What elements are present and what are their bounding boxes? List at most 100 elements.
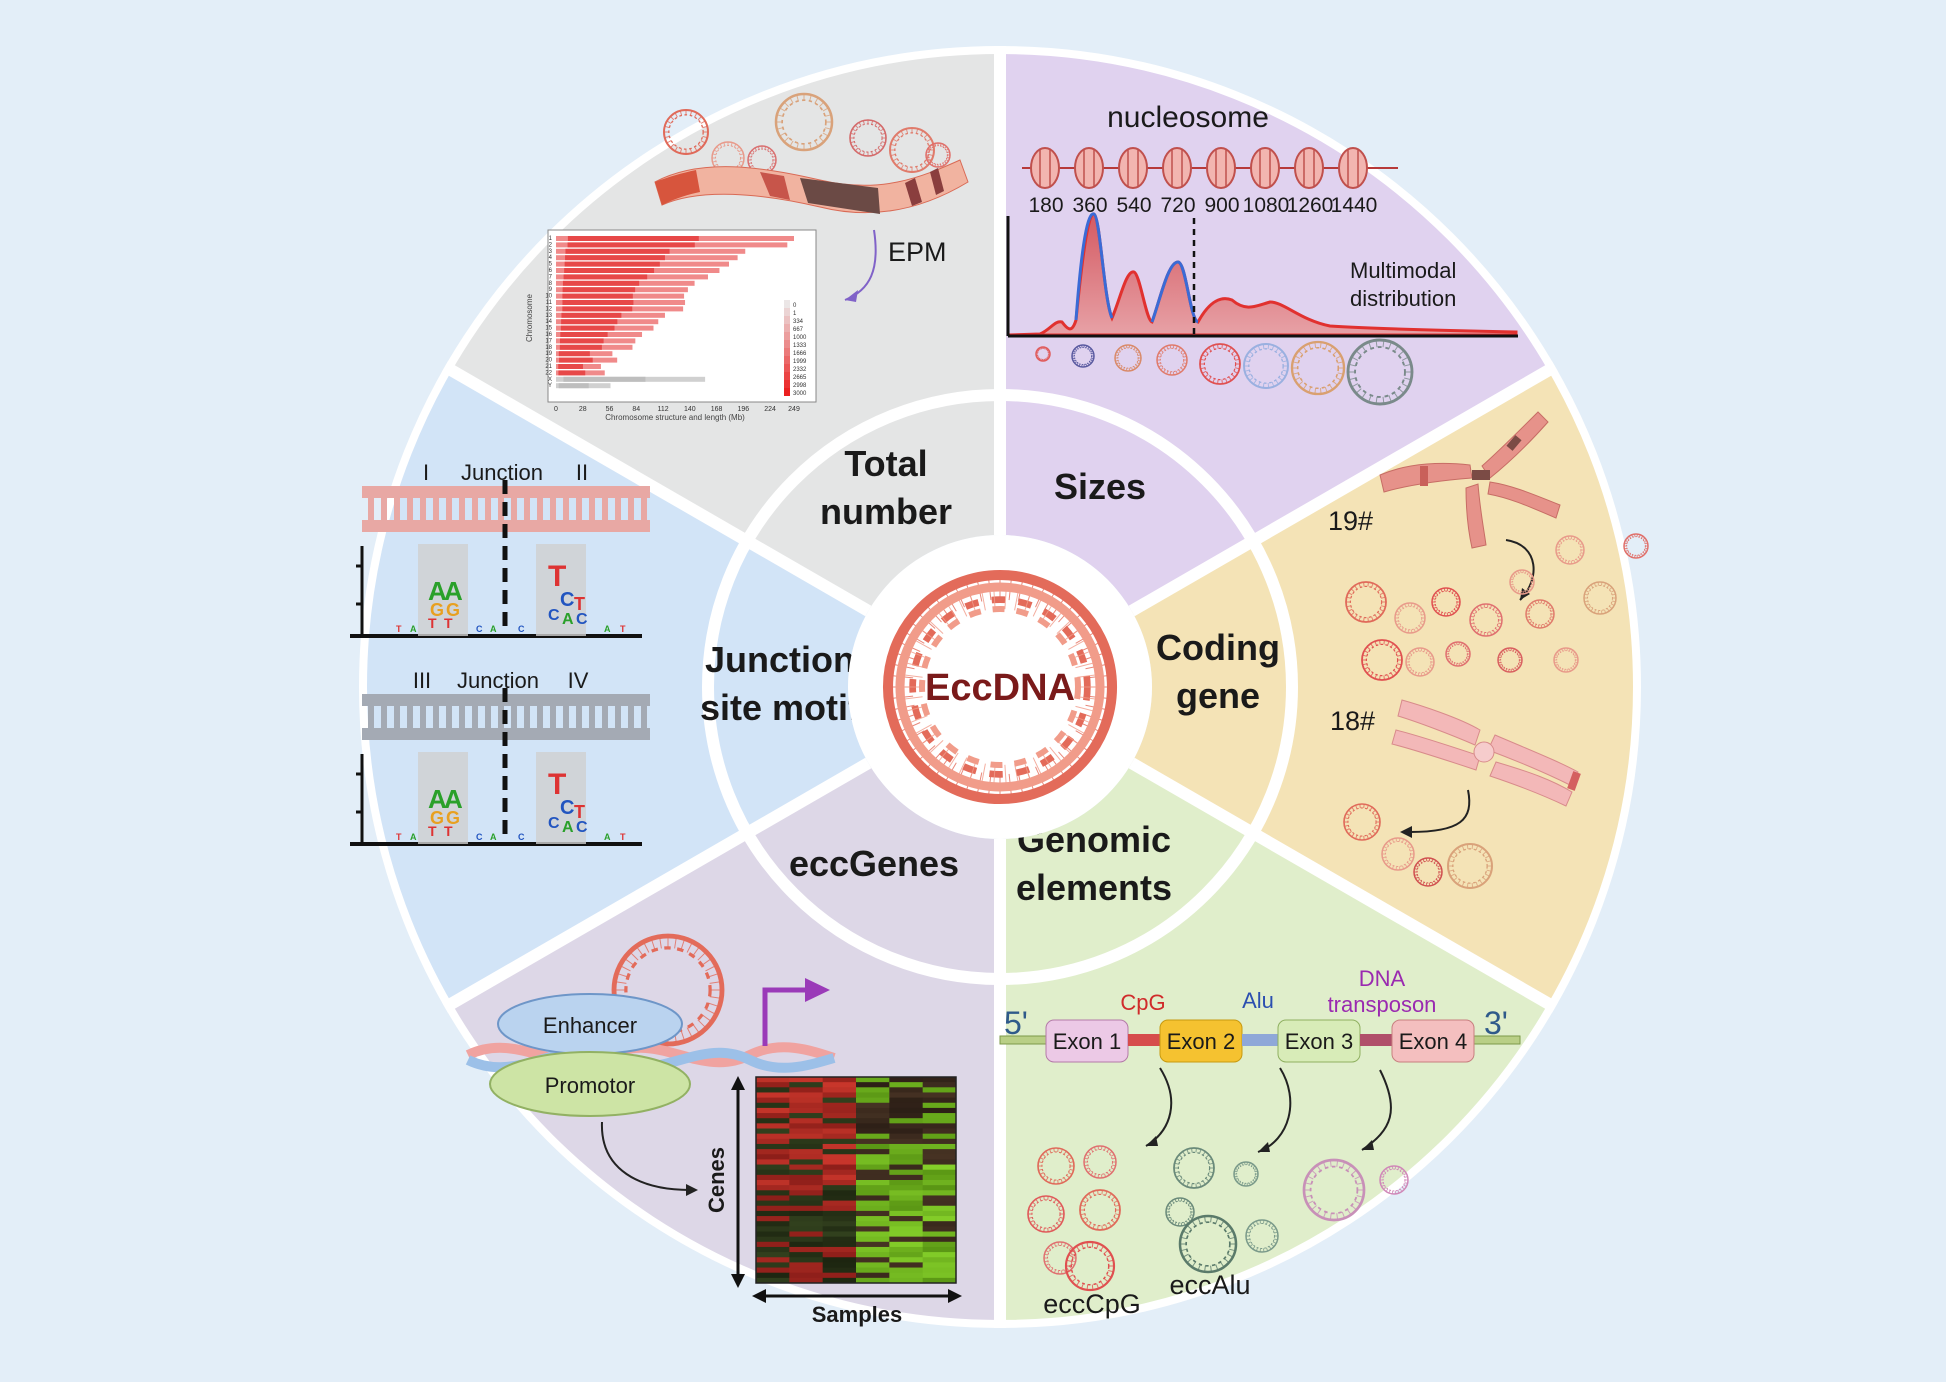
chromosome-19-icon xyxy=(1379,411,1561,549)
heatmap-cell xyxy=(789,1226,824,1232)
heatmap-cell xyxy=(856,1087,890,1093)
eccdna-circles-top xyxy=(663,92,951,175)
chromosome-bar-dense xyxy=(562,293,633,299)
heatmap-cell xyxy=(889,1185,924,1191)
motif-letter: T xyxy=(396,624,402,634)
heatmap-cell xyxy=(789,1113,824,1119)
size-increasing-circles xyxy=(1035,338,1414,406)
coding-gene-circle xyxy=(1447,843,1493,889)
heatmap-cell xyxy=(889,1149,924,1155)
heatmap-cell xyxy=(889,1077,924,1083)
heatmap-cell xyxy=(789,1087,824,1093)
heatmap-cell xyxy=(922,1205,957,1212)
heatmap-cell xyxy=(856,1107,890,1114)
heatmap-cell xyxy=(889,1190,924,1196)
promotor-shape xyxy=(489,1051,691,1117)
dna-rung xyxy=(407,498,413,520)
legend-value: 1999 xyxy=(793,359,807,365)
chromosome-tick-label: Y xyxy=(548,383,552,389)
chromosome-tick-label: 22 xyxy=(545,370,552,376)
chromosome-tick-label: 11 xyxy=(546,300,553,306)
heatmap-cell xyxy=(856,1149,890,1155)
heatmap-cell xyxy=(756,1077,790,1083)
heatmap-cell xyxy=(889,1277,924,1284)
samples-axis-label: Samples xyxy=(812,1302,903,1327)
chromosome-bar-dense xyxy=(567,242,695,248)
heatmap-cell xyxy=(922,1138,957,1145)
heatmap-cell xyxy=(756,1180,790,1186)
heatmap-cell xyxy=(822,1200,857,1207)
heatmap-cell xyxy=(856,1231,890,1238)
dna-rung xyxy=(524,498,530,520)
inner-ring xyxy=(708,395,1292,979)
motif-letter: A xyxy=(444,576,463,606)
heatmap-cell xyxy=(889,1257,924,1263)
eccdna-circle xyxy=(663,109,709,155)
chromosome-tick-label: 15 xyxy=(545,326,552,332)
heatmap-cell xyxy=(822,1216,857,1222)
genomic-element-circle xyxy=(1165,1197,1195,1227)
heatmap-cell xyxy=(889,1154,924,1160)
heatmap-cell xyxy=(889,1102,924,1109)
heatmap-cell xyxy=(922,1221,957,1227)
heatmap-cell xyxy=(789,1210,824,1217)
chromosome-tick-label: 7 xyxy=(549,274,553,280)
heatmap-x-tick: 28 xyxy=(579,406,587,413)
heatmap-cell xyxy=(789,1154,824,1160)
heatmap-cell xyxy=(822,1092,857,1099)
heatmap-cell xyxy=(922,1133,957,1140)
heatmap-cell xyxy=(922,1216,957,1222)
heatmap-cell xyxy=(856,1205,890,1212)
motif-letter: T xyxy=(428,615,437,631)
heatmap-cell xyxy=(789,1174,824,1181)
dna-rung xyxy=(602,498,608,520)
dna-rung xyxy=(433,706,439,728)
heatmap-cell xyxy=(789,1118,824,1124)
ecc-cpg-label: eccCpG xyxy=(1043,1289,1141,1319)
heatmap-cell xyxy=(922,1262,957,1269)
chromosome-tick-label: 21 xyxy=(545,364,552,370)
nucleosome-icon xyxy=(1074,147,1104,189)
heatmap-cell xyxy=(922,1257,957,1263)
sector-divider xyxy=(1128,757,1559,1013)
heatmap-cell xyxy=(856,1113,890,1119)
size-circle xyxy=(1114,344,1142,372)
center-eccdna-ring-inner xyxy=(895,582,1105,792)
heatmap-cell xyxy=(756,1216,790,1222)
heatmap-cell xyxy=(756,1102,790,1109)
heatmap-cell xyxy=(856,1154,890,1160)
legend-value: 1333 xyxy=(793,343,807,349)
heatmap-cell xyxy=(889,1118,924,1124)
heatmap-cell xyxy=(889,1236,924,1243)
motif-letter: C xyxy=(548,607,560,624)
chromosome-bar-dense xyxy=(559,344,602,350)
heatmap-cell xyxy=(922,1252,957,1258)
sector-divider xyxy=(441,757,872,1013)
heatmap-cell xyxy=(789,1241,824,1248)
heatmap-cell xyxy=(922,1246,957,1253)
heatmap-cell xyxy=(822,1241,857,1248)
legend-value: 334 xyxy=(793,319,804,325)
heatmap-cell xyxy=(889,1113,924,1119)
chromosome-bar-dense xyxy=(562,306,633,312)
heatmap-cell xyxy=(789,1123,824,1129)
heatmap-cell xyxy=(756,1257,790,1263)
motif-letter: C xyxy=(518,624,525,634)
heatmap-cell xyxy=(856,1262,890,1269)
heatmap-cell xyxy=(889,1226,924,1232)
nucleosome-icon xyxy=(1294,147,1324,189)
genes-axis-label: Cenes xyxy=(704,1147,729,1213)
heatmap-cell xyxy=(789,1097,824,1104)
heatmap-cell xyxy=(856,1277,890,1284)
transposon-marker xyxy=(1360,1034,1392,1046)
eccgenes-label: eccGenes xyxy=(789,843,959,884)
heatmap-cell xyxy=(889,1143,924,1150)
coding-gene-circle xyxy=(1469,603,1503,637)
motif-letter: A xyxy=(490,624,497,634)
eccgenes-section: Enhancer Promotor Cenes Samples xyxy=(465,933,962,1327)
heatmap-cell xyxy=(856,1164,890,1171)
coding-gene-circle xyxy=(1553,647,1579,673)
heatmap-cell xyxy=(889,1133,924,1140)
